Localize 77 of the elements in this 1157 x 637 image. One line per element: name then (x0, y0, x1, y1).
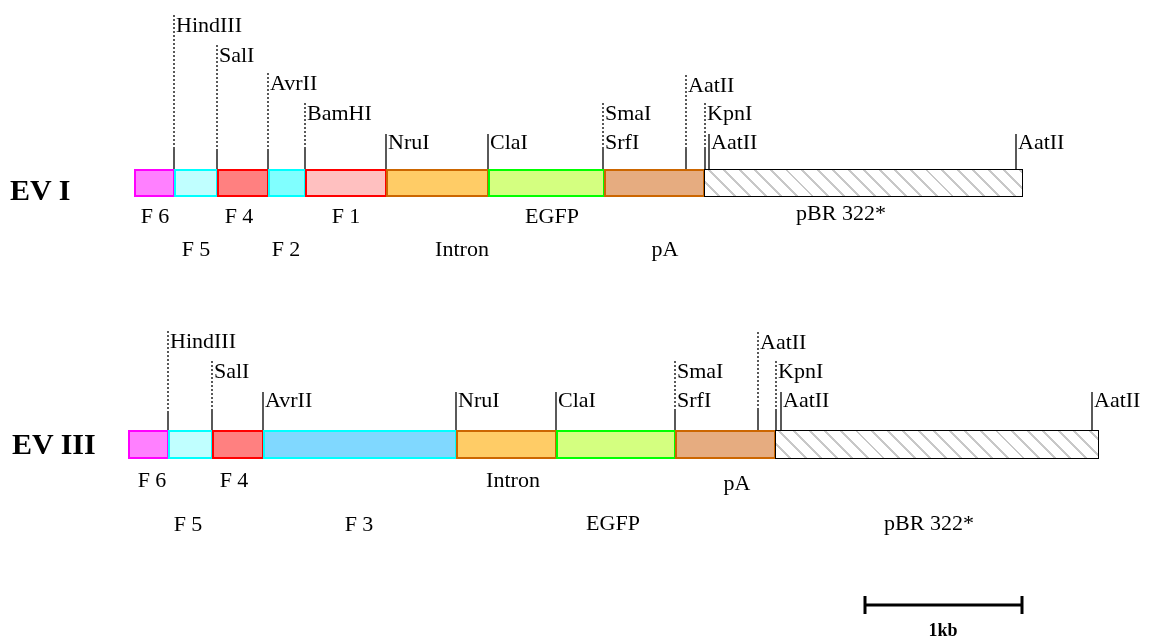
restriction-site-label: AatII (1018, 130, 1065, 154)
segment-label: F 4 (219, 468, 249, 492)
segment-label: F 2 (271, 237, 301, 261)
segment-label: F 5 (173, 512, 203, 536)
restriction-site-label: SrfI (605, 130, 640, 154)
restriction-site-label: HindIII (170, 329, 236, 353)
restriction-site-label: AvrII (270, 71, 318, 95)
segment-label: F 6 (137, 468, 167, 492)
segment-label: Intron (486, 468, 540, 492)
restriction-site-label: NruI (458, 388, 500, 412)
leader-line (757, 331, 759, 431)
map-segment (386, 169, 489, 197)
leader-line (262, 391, 264, 431)
segment-label: F 6 (140, 204, 170, 228)
restriction-site-label: SalI (214, 359, 250, 383)
map-segment (488, 169, 605, 197)
restriction-site-label: SmaI (605, 101, 652, 125)
restriction-site-label: AatII (760, 330, 807, 354)
leader-line (685, 74, 687, 170)
restriction-site-label: ClaI (558, 388, 596, 412)
leader-line (455, 391, 457, 431)
restriction-site-label: BamHI (307, 101, 372, 125)
restriction-site-label: AatII (711, 130, 758, 154)
restriction-site-label: NruI (388, 130, 430, 154)
map-segment (675, 430, 776, 459)
leader-line (674, 360, 676, 431)
leader-line (211, 360, 213, 431)
leader-line (216, 44, 218, 170)
restriction-site-label: HindIII (176, 13, 242, 37)
scale-label: 1kb (928, 620, 958, 637)
map-segment (556, 430, 676, 459)
segment-label: F 3 (344, 512, 374, 536)
map-segment (263, 430, 457, 459)
segment-label: pBR 322* (796, 201, 886, 225)
leader-line (704, 102, 706, 170)
segment-label: pBR 322* (884, 511, 974, 535)
map-segment (456, 430, 557, 459)
map-segment (217, 169, 269, 197)
leader-line (775, 360, 777, 431)
leader-line (555, 391, 557, 431)
segment-label: Intron (435, 237, 489, 261)
restriction-site-label: KpnI (778, 359, 824, 383)
segment-label: EGFP (586, 511, 640, 535)
leader-line (385, 133, 387, 170)
restriction-site-label: KpnI (707, 101, 753, 125)
leader-line (487, 133, 489, 170)
restriction-site-label: SrfI (677, 388, 712, 412)
segment-label: F 4 (224, 204, 254, 228)
map-segment (604, 169, 705, 197)
map-segment (775, 430, 1099, 459)
map-segment (704, 169, 1023, 197)
restriction-site-label: AatII (688, 73, 735, 97)
leader-line (167, 330, 169, 431)
leader-line (173, 14, 175, 170)
map-segment (134, 169, 175, 197)
restriction-site-label: AatII (1094, 388, 1141, 412)
map-segment (168, 430, 213, 459)
restriction-site-label: SalI (219, 43, 255, 67)
leader-line (267, 72, 269, 170)
leader-line (602, 102, 604, 170)
segment-label: pA (723, 471, 751, 495)
segment-label: pA (651, 237, 679, 261)
segment-label: F 5 (181, 237, 211, 261)
map-segment (268, 169, 306, 197)
segment-label: F 1 (331, 204, 361, 228)
segment-label: EGFP (525, 204, 579, 228)
restriction-site-label: AvrII (265, 388, 313, 412)
restriction-site-label: SmaI (677, 359, 724, 383)
leader-line (304, 102, 306, 170)
construct-name: EV I (10, 174, 71, 206)
map-segment (128, 430, 169, 459)
map-segment (212, 430, 264, 459)
construct-name: EV III (12, 428, 96, 460)
restriction-site-label: ClaI (490, 130, 528, 154)
map-segment (305, 169, 387, 197)
map-segment (174, 169, 218, 197)
restriction-site-label: AatII (783, 388, 830, 412)
